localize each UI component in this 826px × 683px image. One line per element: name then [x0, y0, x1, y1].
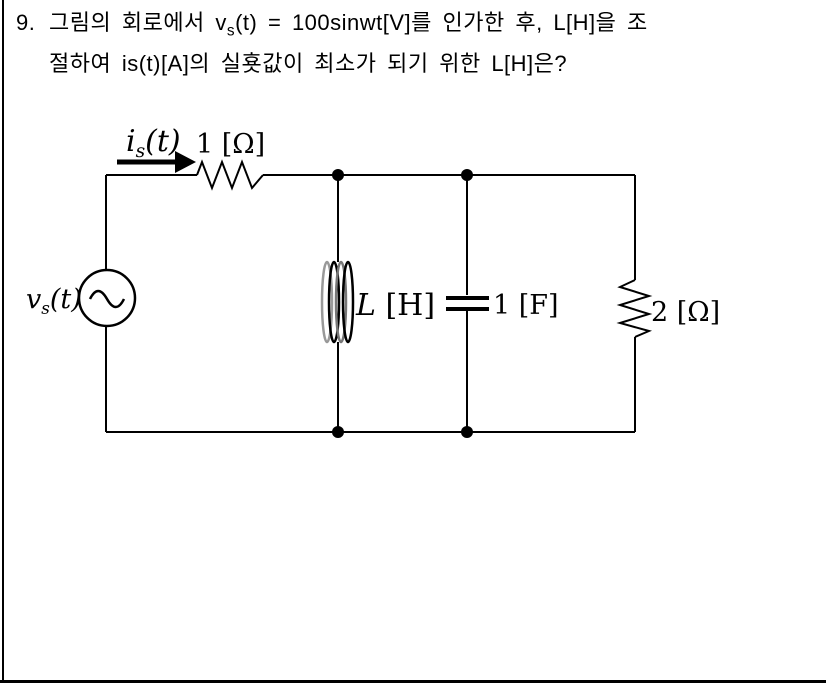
- parallel-resistor-label: 2 [Ω]: [651, 297, 720, 328]
- voltage-source: [77, 268, 137, 328]
- inductor-label: L [H]: [355, 288, 435, 323]
- sine-wave-icon: [88, 289, 126, 309]
- parallel-resistor: [616, 279, 653, 338]
- wire: [105, 174, 636, 433]
- answer-choices: ① √2 ω ② 1 ω √2 ③ 1 ω ④: [0, 455, 826, 683]
- source-label: vs(t): [26, 284, 82, 318]
- question-text: 9.그림의 회로에서 vs(t) = 100sinwt[V]를 인가한 후, L…: [16, 6, 816, 80]
- current-label: is(t): [126, 124, 181, 162]
- node-dot: [461, 426, 473, 438]
- capacitor-label: 1 [F]: [493, 290, 559, 321]
- question-number: 9.: [16, 10, 36, 35]
- node-dot: [461, 169, 473, 181]
- series-resistor-label: 1 [Ω]: [196, 129, 265, 160]
- question-line-1: 9.그림의 회로에서 vs(t) = 100sinwt[V]를 인가한 후, L…: [16, 6, 816, 47]
- page-border-left: [2, 0, 4, 683]
- node-dot: [332, 426, 344, 438]
- series-resistor: [196, 159, 264, 191]
- capacitor: [446, 296, 489, 311]
- node-dot: [332, 169, 344, 181]
- page-border-bottom: [0, 680, 826, 683]
- current-arrow-icon: [117, 151, 196, 173]
- inductor-coil: [320, 260, 355, 344]
- question-line-2: 절하여 is(t)[A]의 실횻값이 최소가 되기 위한 L[H]은?: [49, 51, 568, 77]
